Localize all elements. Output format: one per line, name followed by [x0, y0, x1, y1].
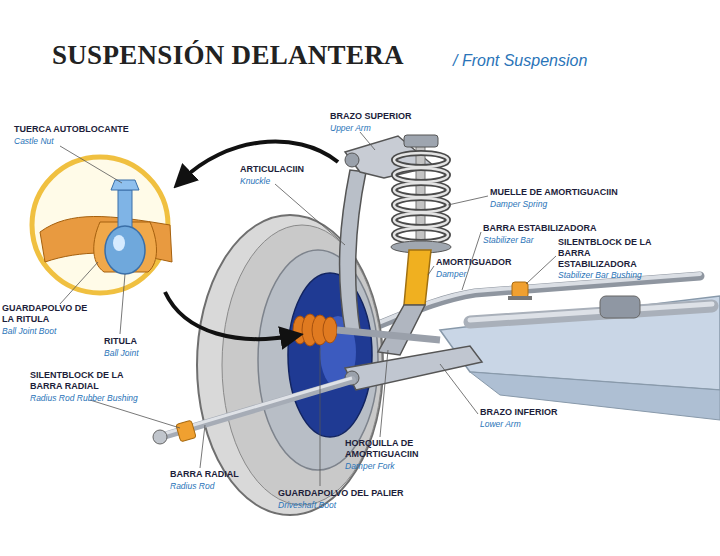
stabilizer-bushing [512, 282, 528, 298]
spring-coil-highlight [394, 153, 448, 167]
part-label: ARTICULACIIN [240, 164, 304, 175]
part-label: RITULA [104, 336, 137, 347]
part-label-english: Damper [436, 269, 466, 279]
boot-fold [323, 317, 337, 343]
knuckle [340, 170, 366, 330]
spring-coil [394, 198, 448, 212]
part-label: SILENTBLOCK DE LA BARRA RADIAL [30, 370, 144, 392]
lower-arm [345, 346, 482, 390]
spring-coil [394, 168, 448, 182]
diagram-title: SUSPENSIÓN DELANTERA [52, 40, 404, 71]
leader-line [320, 348, 321, 486]
castle-nut [111, 180, 139, 190]
leader-line [440, 364, 478, 414]
ball-joint [105, 226, 145, 274]
ball-joint-shine [113, 235, 125, 251]
leader-line [60, 262, 98, 304]
damper-spring [394, 153, 448, 242]
upper-ball-joint [345, 153, 359, 167]
driveshaft [337, 330, 440, 340]
part-label: GUARDAPOLVO DEL PALIER [278, 488, 404, 499]
part-label: BRAZO SUPERIOR [330, 111, 412, 122]
part-label: BARRA ESTABILIZADORA [483, 223, 597, 234]
spring-coil-highlight [394, 183, 448, 197]
bushing-bracket [508, 296, 532, 300]
spring-coil-highlight [394, 198, 448, 212]
spring-coil-highlight [394, 228, 448, 242]
spring-highlight [394, 153, 448, 242]
subframe-side [470, 372, 720, 420]
damper-fork [378, 305, 425, 355]
part-label-english: Ball Joint Boot [2, 326, 56, 336]
leader-line [428, 266, 434, 275]
spring-coil-highlight [394, 168, 448, 182]
part-label-english: Radius Rod Rubber Bushing [30, 393, 138, 403]
part-label: MUELLE DE AMORTIGUACIIN [490, 187, 618, 198]
spring-coil [394, 153, 448, 167]
brake-disc [288, 273, 372, 437]
spring-coil [394, 228, 448, 242]
part-label: SILENTBLOCK DE LA BARRA ESTABILIZADORA [558, 237, 652, 270]
leader-line [200, 425, 205, 468]
part-label-english: Stabilizer Bar [483, 235, 534, 245]
part-label: BARRA RADIAL [170, 469, 239, 480]
leader-line [360, 132, 375, 150]
driveshaft-boot [293, 314, 337, 346]
detail-arrow [165, 292, 292, 339]
part-label-english: Radius Rod [170, 481, 214, 491]
spring-coil-highlight [394, 213, 448, 227]
leader-line [60, 146, 122, 183]
part-label: GUARDAPOLVO DE LA RITULA [2, 303, 100, 325]
wheel-rim [258, 250, 378, 470]
part-label-english: Lower Arm [480, 419, 521, 429]
damper-body [404, 250, 431, 305]
leader-lines [60, 132, 556, 486]
part-label-english: Castle Nut [14, 136, 54, 146]
leader-line [120, 274, 125, 334]
part-label: TUERCA AUTOBLOCANTE [14, 124, 129, 135]
diagram-subtitle: / Front Suspension [453, 52, 587, 70]
part-label: AMORTIGUADOR [436, 257, 512, 268]
radius-rod-bushing [176, 420, 196, 442]
steering-rack-highlight [470, 304, 712, 320]
detail-arrow [182, 142, 338, 180]
leader-line [448, 196, 488, 205]
part-label: HORQUILLA DE AMORTIGUACIIN [345, 438, 439, 460]
top-mount [404, 135, 438, 147]
spring-coil [394, 213, 448, 227]
leader-line [275, 184, 345, 245]
leader-line [526, 256, 556, 284]
part-label: BRAZO INFERIOR [480, 407, 558, 418]
ball-joint-stud [118, 190, 132, 230]
part-label-english: Stabilizer Bar Bushing [558, 270, 642, 280]
part-label-english: Knuckle [240, 176, 270, 186]
rod-end [153, 430, 167, 444]
part-label-english: Driveshaft Boot [278, 500, 336, 510]
leader-line [90, 400, 180, 428]
part-label-english: Ball Joint [104, 348, 139, 358]
part-label-english: Damper Spring [490, 199, 547, 209]
rack-housing [600, 296, 640, 318]
part-label-english: Upper Arm [330, 123, 371, 133]
spring-coil [394, 183, 448, 197]
leader-line [380, 350, 388, 437]
part-label-english: Damper Fork [345, 461, 395, 471]
